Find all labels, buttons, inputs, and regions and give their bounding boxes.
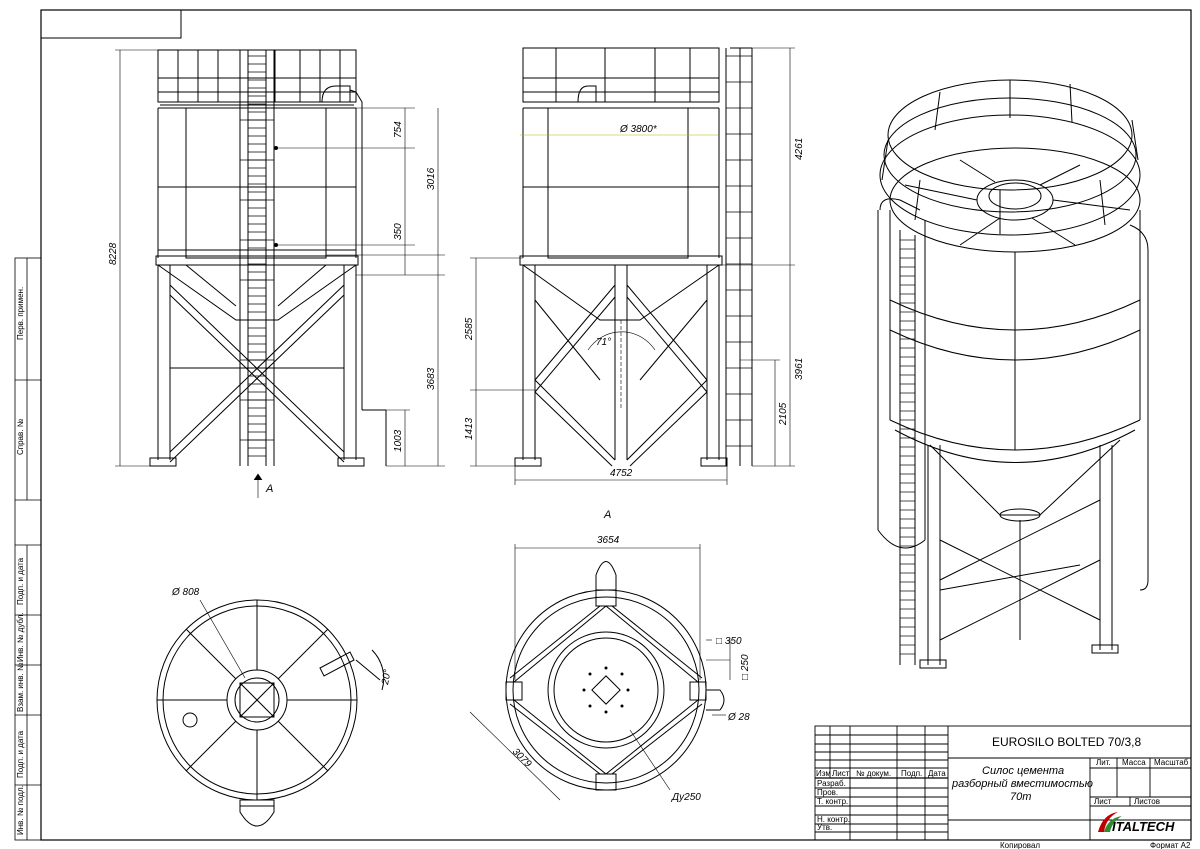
dim-top-808: Ø 808: [171, 587, 200, 598]
logo-text: ITALTECH: [1112, 819, 1175, 834]
left-label-strip: [14, 257, 42, 841]
view-arrow-label: A: [265, 483, 273, 495]
col-list: Лист: [832, 769, 850, 778]
side-view: [514, 47, 753, 467]
dim-front-350: 350: [393, 223, 404, 240]
cell-massa: Масса: [1122, 758, 1146, 767]
front-point-b: [274, 243, 278, 247]
title-product: EUROSILO BOLTED 70/3,8: [992, 735, 1141, 749]
col-sign: Подп.: [901, 769, 922, 778]
dim-side-3961: 3961: [794, 358, 805, 380]
bottom-view: [505, 561, 725, 791]
dim-side-4752: 4752: [610, 468, 633, 479]
label-vzam-inv: Взам. инв. №: [16, 662, 25, 712]
cell-format: Формат А2: [1150, 841, 1191, 849]
italtech-logo: ITALTECH: [1098, 812, 1175, 834]
front-dimensions: [115, 49, 445, 498]
side-ladder-rungs: [726, 55, 752, 447]
cell-list: Лист: [1094, 797, 1112, 806]
row-razrab: Разраб.: [817, 779, 846, 788]
dim-side-2105: 2105: [778, 402, 789, 426]
top-view: [156, 599, 385, 827]
col-date: Дата: [928, 769, 946, 778]
title-block: [814, 725, 1192, 841]
cell-lit: Лит.: [1096, 758, 1111, 767]
dim-front-total: 8228: [108, 242, 119, 265]
dim-side-diameter: Ø 3800*: [619, 124, 658, 135]
title-desc-2: разборный вместимостью: [951, 778, 1093, 790]
label-podp-data-1: Подп. и дата: [16, 557, 25, 605]
dim-bottom-du250: Ду250: [671, 792, 701, 803]
row-nkontr: Н. контр.: [817, 815, 850, 824]
dim-top-20: 20°: [380, 669, 394, 687]
drawing-frame: [40, 9, 1192, 841]
row-prov: Пров.: [817, 788, 838, 797]
dim-front-754: 754: [393, 121, 404, 138]
dim-bottom-350: □ 350: [716, 636, 742, 647]
dim-front-3683: 3683: [426, 367, 437, 390]
label-podp-data-2: Подп. и дата: [16, 730, 25, 778]
dim-bottom-250: □ 250: [740, 654, 751, 680]
top-view-dimensions: [199, 599, 246, 679]
dim-bottom-3654: 3654: [597, 535, 620, 546]
label-inv-podl: Инв. № подл.: [16, 785, 25, 835]
bottom-view-dimensions: [469, 544, 731, 801]
front-ladder-rungs: [240, 55, 274, 457]
front-view: [149, 49, 387, 467]
cell-masshtab: Масштаб: [1154, 758, 1189, 767]
dim-front-1003: 1003: [393, 429, 404, 452]
dim-side-1413: 1413: [464, 417, 475, 440]
dim-side-4261: 4261: [794, 138, 805, 160]
row-tkontr: Т. контр.: [817, 797, 848, 806]
col-doc: № докум.: [856, 769, 891, 778]
label-sprav-no: Справ. №: [16, 418, 25, 455]
label-perv-primen: Перв. примен.: [16, 287, 25, 340]
col-izm: Изм: [816, 769, 831, 778]
dim-bottom-28: Ø 28: [727, 712, 750, 723]
dim-side-2585: 2585: [464, 317, 475, 341]
bottom-view-bolts: [582, 666, 630, 714]
cell-listov: Листов: [1134, 797, 1160, 806]
title-desc-1: Силос цемента: [982, 765, 1064, 777]
side-dimensions: [470, 47, 795, 485]
view-a-title: A: [603, 509, 611, 521]
iso-ladder-rungs: [900, 239, 915, 655]
dim-bottom-3079: 3079: [510, 746, 534, 770]
cell-kopiroval: Копировал: [1000, 841, 1040, 849]
dim-front-3016: 3016: [426, 167, 437, 190]
row-utv: Утв.: [817, 823, 832, 832]
isometric-view: [877, 79, 1149, 669]
front-point-a: [274, 146, 278, 150]
label-inv-dubl: Инв. № дубл.: [16, 612, 25, 662]
title-desc-3: 70m: [1010, 791, 1031, 803]
dim-side-angle: 71°: [596, 337, 611, 348]
